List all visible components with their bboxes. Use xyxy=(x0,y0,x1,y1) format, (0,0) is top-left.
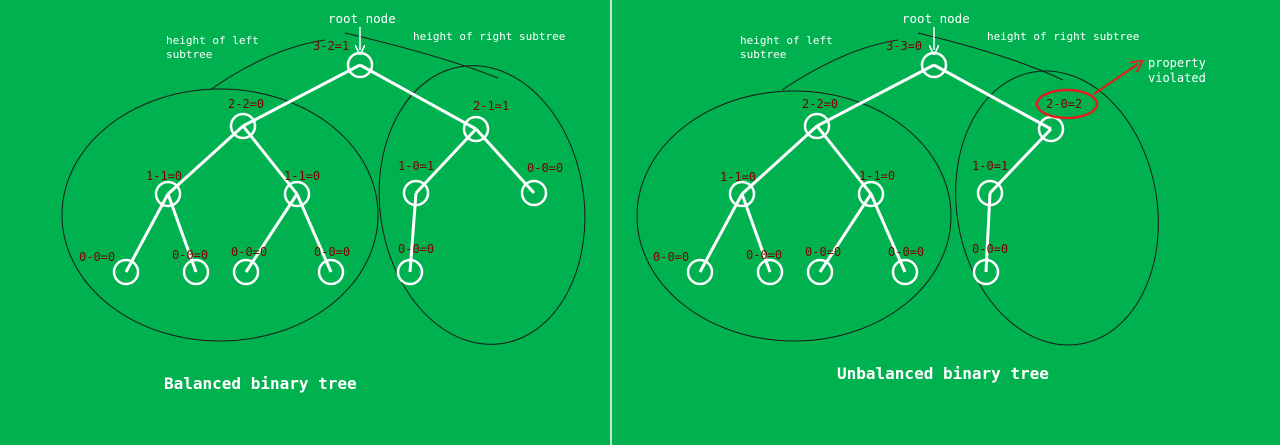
right-note-connector xyxy=(917,32,1064,81)
left-subtree-region xyxy=(61,88,379,342)
violation-note: violated xyxy=(1148,71,1206,85)
left-height-note: subtree xyxy=(166,48,212,61)
edge xyxy=(166,193,198,273)
tree-node xyxy=(317,258,345,286)
edge xyxy=(474,127,536,195)
left-height-note: height of left xyxy=(166,34,259,47)
tree-node xyxy=(857,180,885,208)
balance-factor: 0-0=0 xyxy=(527,161,563,175)
tree-node xyxy=(402,179,430,207)
panel-caption: Unbalanced binary tree xyxy=(837,364,1049,383)
root-node-label: root node xyxy=(328,11,396,26)
balance-factor: 1-1=0 xyxy=(284,169,320,183)
edge xyxy=(166,124,245,196)
tree-node xyxy=(520,179,548,207)
balance-factor: 1-0=1 xyxy=(398,159,434,173)
balance-factor-violated: 2-0=2 xyxy=(1046,97,1082,111)
balance-factor: 0-0=0 xyxy=(888,245,924,259)
balance-factor: 0-0=0 xyxy=(972,242,1008,256)
right-subtree-region xyxy=(378,65,586,345)
balance-factor: 0-0=0 xyxy=(653,250,689,264)
edge xyxy=(740,124,819,196)
balance-factor: 0-0=0 xyxy=(79,250,115,264)
tree-node xyxy=(182,258,210,286)
violation-arrow xyxy=(1093,64,1138,95)
balance-factor: 1-0=1 xyxy=(972,159,1008,173)
balance-factor: 1-1=0 xyxy=(146,169,182,183)
right-height-note: height of right subtree xyxy=(413,30,565,43)
tree-node xyxy=(976,179,1004,207)
tree-node xyxy=(728,180,756,208)
balance-factor: 2-1=1 xyxy=(473,99,509,113)
root-node-label: root node xyxy=(902,11,970,26)
right-note-connector xyxy=(344,32,499,79)
tree-node xyxy=(462,115,490,143)
right-subtree-region xyxy=(955,70,1159,346)
tree-node xyxy=(972,258,1000,286)
left-subtree-region xyxy=(636,90,952,342)
tree-node xyxy=(232,258,260,286)
tree-node xyxy=(891,258,919,286)
tree-node xyxy=(112,258,140,286)
balance-factor: 1-1=0 xyxy=(859,169,895,183)
violation-highlight xyxy=(1035,88,1099,120)
tree-node xyxy=(806,258,834,286)
unbalanced-tree-panel: root node height of left subtree height … xyxy=(636,11,1206,383)
tree-node xyxy=(686,258,714,286)
edge xyxy=(124,193,170,273)
edge xyxy=(816,63,935,128)
edge xyxy=(359,63,477,131)
balance-factor: 0-0=0 xyxy=(172,248,208,262)
left-note-connector xyxy=(781,39,899,91)
edge xyxy=(818,193,873,273)
balance-factor: 0-0=0 xyxy=(805,245,841,259)
edge xyxy=(295,193,333,273)
violation-note: property xyxy=(1148,56,1206,70)
left-height-note: height of left xyxy=(740,34,833,47)
edge xyxy=(242,63,361,128)
balance-factor: 3-3=0 xyxy=(886,39,922,53)
left-note-connector xyxy=(209,39,326,91)
edge xyxy=(988,127,1053,195)
edge xyxy=(414,127,478,195)
edge xyxy=(241,125,299,195)
tree-node xyxy=(803,112,831,140)
balance-factor: 2-2=0 xyxy=(802,97,838,111)
tree-node xyxy=(396,258,424,286)
balanced-tree-panel: root node height of left subtree height … xyxy=(61,11,586,393)
tree-node xyxy=(154,180,182,208)
edge xyxy=(740,193,772,273)
left-height-note: subtree xyxy=(740,48,786,61)
edge xyxy=(698,193,744,273)
right-height-note: height of right subtree xyxy=(987,30,1139,43)
balance-factor: 2-2=0 xyxy=(228,97,264,111)
balance-factor: 0-0=0 xyxy=(231,245,267,259)
balance-factor: 0-0=0 xyxy=(398,242,434,256)
balance-factor: 0-0=0 xyxy=(314,245,350,259)
tree-node xyxy=(229,112,257,140)
edge xyxy=(933,63,1052,131)
tree-node xyxy=(756,258,784,286)
edge xyxy=(869,193,907,273)
balance-factor: 3-2=1 xyxy=(313,39,349,53)
edge xyxy=(815,125,873,195)
balance-factor: 0-0=0 xyxy=(746,248,782,262)
panel-caption: Balanced binary tree xyxy=(164,374,357,393)
edge xyxy=(244,193,299,273)
balance-factor: 1-1=0 xyxy=(720,170,756,184)
tree-node xyxy=(283,180,311,208)
